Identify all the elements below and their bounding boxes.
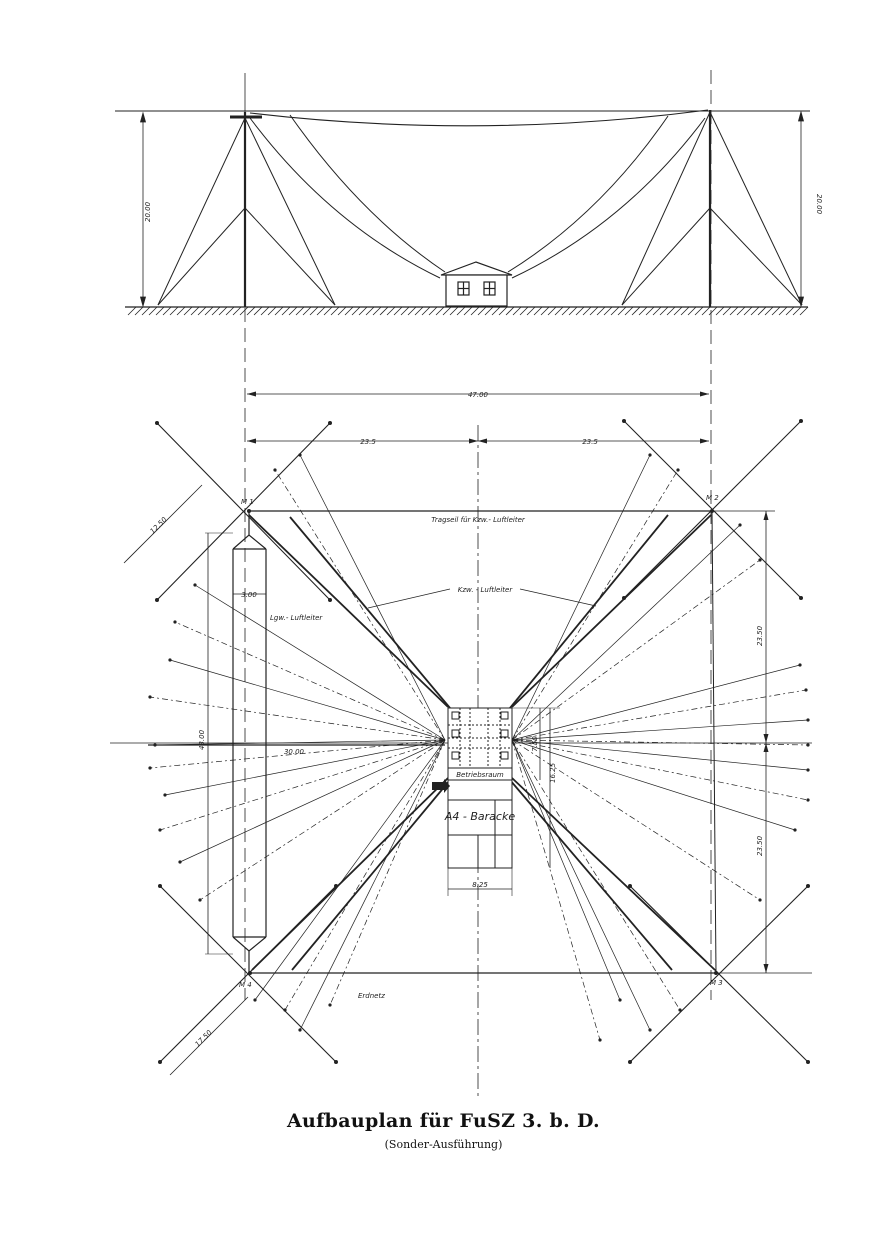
- kzw-leader-right: [519, 588, 597, 607]
- diag-guy-top-label: 12.50: [149, 515, 169, 535]
- half-span-right-label: 23.5: [582, 438, 598, 446]
- kzw-feeders: [248, 514, 716, 971]
- mast-line-right: [711, 510, 717, 974]
- caption-subtitle: (Sonder-Ausführung): [384, 1138, 503, 1151]
- kzw-leader-left: [367, 588, 451, 609]
- span-total-label: 47.00: [468, 391, 489, 399]
- lgw-width-label: 3.00: [241, 591, 257, 599]
- mast-m4-label: M 4: [239, 981, 252, 989]
- diag-dimension-bottom: [169, 996, 249, 1076]
- lgw-antenna: [232, 511, 267, 973]
- height-dimension-right: [797, 110, 805, 308]
- plan-view: [110, 391, 812, 1100]
- feeder-left-1: [249, 117, 441, 279]
- half-span-left-label: 23.5: [360, 438, 376, 446]
- guys-left: [157, 117, 336, 306]
- entry-arrow: [432, 779, 450, 793]
- mast-height-right-label: 20.00: [815, 194, 823, 215]
- operating-hut-elevation: [440, 261, 513, 307]
- betriebsraum-label: Betriebsraum: [456, 771, 504, 779]
- feeder-right-1: [511, 117, 706, 279]
- building-width-label: 8.25: [472, 881, 488, 889]
- erdnetz-label: Erdnetz: [358, 992, 385, 1000]
- lgw-length-label: 43.00: [198, 729, 206, 750]
- lgw-luftleiter-label: Lgw.- Luftleiter: [270, 614, 323, 622]
- baracke-label: A4 - Baracke: [444, 810, 515, 823]
- mast-m2-label: M 2: [706, 494, 719, 502]
- building-plan: [447, 707, 513, 869]
- tragseil-label: Tragseil für Kzw.- Luftleiter: [431, 516, 526, 524]
- right-dim-bottom-label: 23.50: [756, 835, 764, 856]
- support-cable: [249, 109, 709, 127]
- radial-length-label: 30.00: [284, 748, 305, 756]
- mast-m3-label: M 3: [710, 979, 723, 987]
- feeder-left-2: [289, 114, 446, 273]
- elevation-view: [115, 70, 810, 1000]
- ground-hatching: [127, 306, 809, 316]
- diag-guy-bottom-label: 17.50: [194, 1028, 214, 1048]
- feeder-right-2: [507, 115, 669, 273]
- building-dim-a-label: 7.50: [531, 736, 539, 752]
- building-dim-b-label: 16.25: [549, 762, 557, 783]
- radial-wires: [148, 453, 810, 1042]
- caption: Aufbauplan für FuSZ 3. b. D. (Sonder-Aus…: [0, 1110, 887, 1151]
- mast-m1-label: M 1: [241, 498, 254, 506]
- caption-title: Aufbauplan für FuSZ 3. b. D.: [287, 1110, 600, 1132]
- diag-dimension-top: [123, 484, 203, 564]
- kzw-luftleiter-label: Kzw. - Luftleiter: [458, 586, 514, 594]
- mast-height-left-label: 20.00: [144, 201, 152, 222]
- height-dimension-left: [139, 111, 147, 308]
- guys-right: [621, 111, 803, 306]
- right-dim-top-label: 23.50: [756, 625, 764, 646]
